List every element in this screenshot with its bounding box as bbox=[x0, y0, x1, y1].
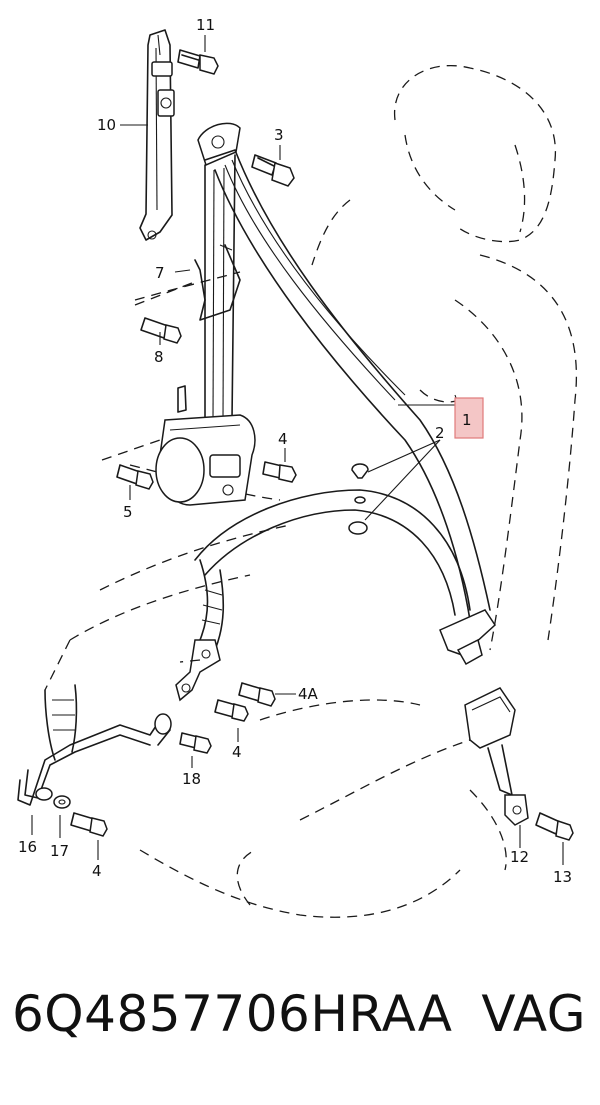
bolt-13 bbox=[535, 812, 574, 841]
bolt-4A bbox=[238, 682, 276, 707]
bolt-4-retractor bbox=[262, 461, 297, 483]
bolt-18 bbox=[179, 732, 212, 754]
callout-4-bracket: 4 bbox=[232, 743, 242, 761]
seat-belt-exploded-diagram: 1 2 3 4 4 4 4A 5 7 8 10 11 12 13 16 17 1… bbox=[17, 16, 577, 918]
callout-1: 1 bbox=[462, 411, 472, 429]
retractor bbox=[155, 385, 256, 506]
washer-17 bbox=[53, 795, 71, 809]
bolt-3 bbox=[251, 154, 295, 187]
outer-rail bbox=[17, 684, 172, 806]
callout-3: 3 bbox=[274, 126, 284, 144]
callout-2: 2 bbox=[435, 424, 445, 442]
belt-webbing bbox=[194, 122, 496, 666]
buckle bbox=[464, 687, 529, 826]
bolt-5 bbox=[116, 464, 154, 490]
floor-anchor-bracket bbox=[175, 639, 221, 702]
callout-1-highlight bbox=[454, 397, 484, 439]
bolt-11 bbox=[177, 49, 219, 75]
callout-4-lower: 4 bbox=[92, 862, 102, 880]
callout-8: 8 bbox=[154, 348, 164, 366]
callout-10: 10 bbox=[97, 116, 116, 134]
callout-7: 7 bbox=[155, 264, 165, 282]
callout-16: 16 bbox=[18, 838, 37, 856]
callout-4-retractor: 4 bbox=[278, 430, 288, 448]
bolt-4-lower bbox=[70, 812, 108, 837]
callout-4A: 4A bbox=[298, 685, 319, 703]
callout-18: 18 bbox=[182, 770, 201, 788]
bolt-8 bbox=[140, 317, 182, 344]
seat-outline bbox=[44, 64, 577, 918]
part-number: 6Q4857706HRAA bbox=[12, 985, 453, 1043]
callout-13: 13 bbox=[553, 868, 572, 886]
clip-2 bbox=[348, 463, 369, 535]
bolt-4-bracket bbox=[214, 699, 249, 722]
callout-11: 11 bbox=[196, 16, 215, 34]
callout-12: 12 bbox=[510, 848, 529, 866]
callout-17: 17 bbox=[50, 842, 69, 860]
height-adjuster-rail bbox=[139, 29, 175, 241]
callout-labels: 1 2 3 4 4 4 4A 5 7 8 10 11 12 13 16 17 1… bbox=[18, 16, 572, 886]
callout-5: 5 bbox=[123, 503, 133, 521]
footer: 6Q4857706HRAA VAG bbox=[0, 985, 600, 1075]
brand-name: VAG bbox=[481, 985, 586, 1043]
